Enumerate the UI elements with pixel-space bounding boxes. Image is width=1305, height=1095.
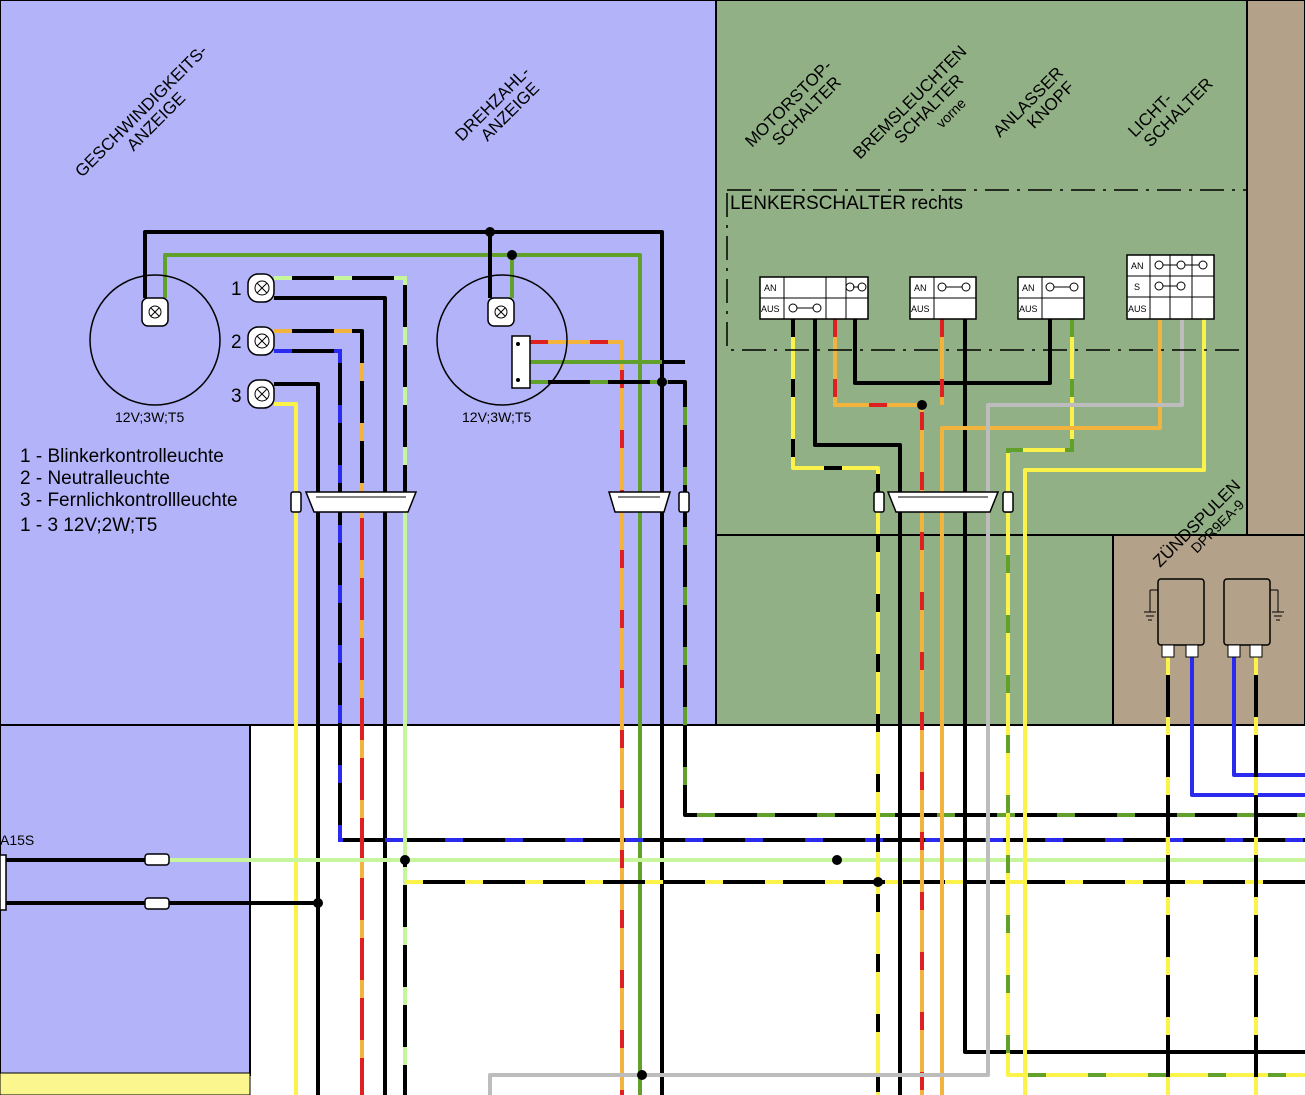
wire-gauge-black	[143, 230, 664, 1095]
lower-left-label: A15S	[0, 832, 34, 848]
coil-panel	[1112, 534, 1305, 726]
switch-group-title: LENKERSCHALTER rechts	[730, 193, 963, 214]
engine-stop-off: AUS	[761, 304, 780, 314]
legend-line-1: 1 - Blinkerkontrolleuchte	[20, 446, 224, 467]
wire-light-orange	[940, 319, 1162, 1095]
light-switch-on: AN	[1131, 261, 1144, 271]
wire-light-yellow	[1023, 319, 1206, 1095]
junction-dot-9	[637, 1070, 647, 1080]
junction-dot-8	[832, 855, 842, 865]
legend-line-3: 3 - Fernlichkontrollleuchte	[20, 490, 238, 511]
legend-line-4: 1 - 3 12V;2W;T5	[20, 515, 157, 536]
handlebar-switch-group: LENKERSCHALTER rechts	[726, 189, 1248, 351]
light-switch-off: AUS	[1128, 304, 1147, 314]
lamp-number-1: 1	[231, 279, 242, 300]
indicator-lamp-1: 1	[231, 273, 275, 303]
light-switch-s: S	[1134, 282, 1140, 292]
wire-tacho-black-green-stripe	[530, 380, 1305, 817]
tachometer: 12V;3W;T5	[436, 274, 568, 425]
indicator-lamp-3: 3	[231, 379, 275, 409]
lamp-number-3: 3	[231, 386, 242, 407]
wire-light-grey	[488, 319, 1184, 1095]
junction-dot-6	[917, 400, 927, 410]
wire-harness	[6, 227, 1305, 1095]
connector-switches	[886, 491, 1000, 513]
light-switch: AN S AUS	[1126, 254, 1215, 320]
single-plugs	[290, 491, 1014, 513]
brake-switch-off: AUS	[911, 304, 930, 314]
engine-stop-switch: AN AUS	[759, 276, 869, 320]
ignition-coil-2	[1223, 578, 1284, 658]
lower-left-component: A15S	[0, 832, 170, 911]
wire-lamp1-b	[274, 296, 387, 1095]
tachometer-bulb-spec: 12V;3W;T5	[462, 409, 531, 425]
starter-off: AUS	[1019, 304, 1038, 314]
wire-engine-stop-orange-stripe	[833, 319, 924, 1095]
wire-engine-stop-yellow-stripe	[791, 319, 880, 1095]
wire-engine-stop-black	[813, 319, 902, 1095]
junction-dot-4	[313, 898, 323, 908]
ignition-coil-1	[1144, 578, 1205, 658]
wire-tacho-orange	[530, 340, 624, 1095]
legend-line-2: 2 - Neutralleuchte	[20, 468, 170, 489]
connector-tacho	[607, 491, 672, 513]
wire-lamp3-b	[274, 402, 298, 1095]
wire-coil1-blue	[1190, 657, 1305, 797]
wire-switch-black-link	[853, 319, 1052, 385]
lower-left-yellow-strip	[0, 1072, 251, 1095]
starter-button: AN AUS	[1017, 276, 1085, 320]
engine-stop-on: AN	[764, 283, 777, 293]
junction-dot-7	[873, 877, 883, 887]
lamp-number-2: 2	[231, 332, 242, 353]
wire-coil2-blue	[1232, 657, 1305, 777]
starter-on: AN	[1022, 283, 1035, 293]
wire-lamp2-b-stripe	[274, 349, 1305, 842]
junction-dot-3	[657, 377, 667, 387]
junction-dot-2	[507, 250, 517, 260]
junction-dot-1	[485, 227, 495, 237]
wire-brake-black	[963, 319, 1305, 1054]
speedometer: 12V;3W;T5	[89, 274, 221, 425]
speedometer-bulb-spec: 12V;3W;T5	[115, 409, 184, 425]
junction-dot-5	[400, 855, 410, 865]
brake-switch-on: AN	[914, 283, 927, 293]
wire-starter-yellow-green-stripe	[1006, 319, 1305, 1077]
brake-light-switch: AN AUS	[909, 276, 977, 320]
side-panel	[1246, 0, 1305, 536]
connector-cockpit-main	[304, 491, 418, 513]
wire-gauge-green	[163, 253, 642, 1095]
indicator-lamp-2: 2	[231, 326, 275, 356]
indicator-legend: 1 - Blinkerkontrolleuchte 2 - Neutralleu…	[20, 446, 238, 536]
lower-left-panel	[0, 724, 251, 1076]
